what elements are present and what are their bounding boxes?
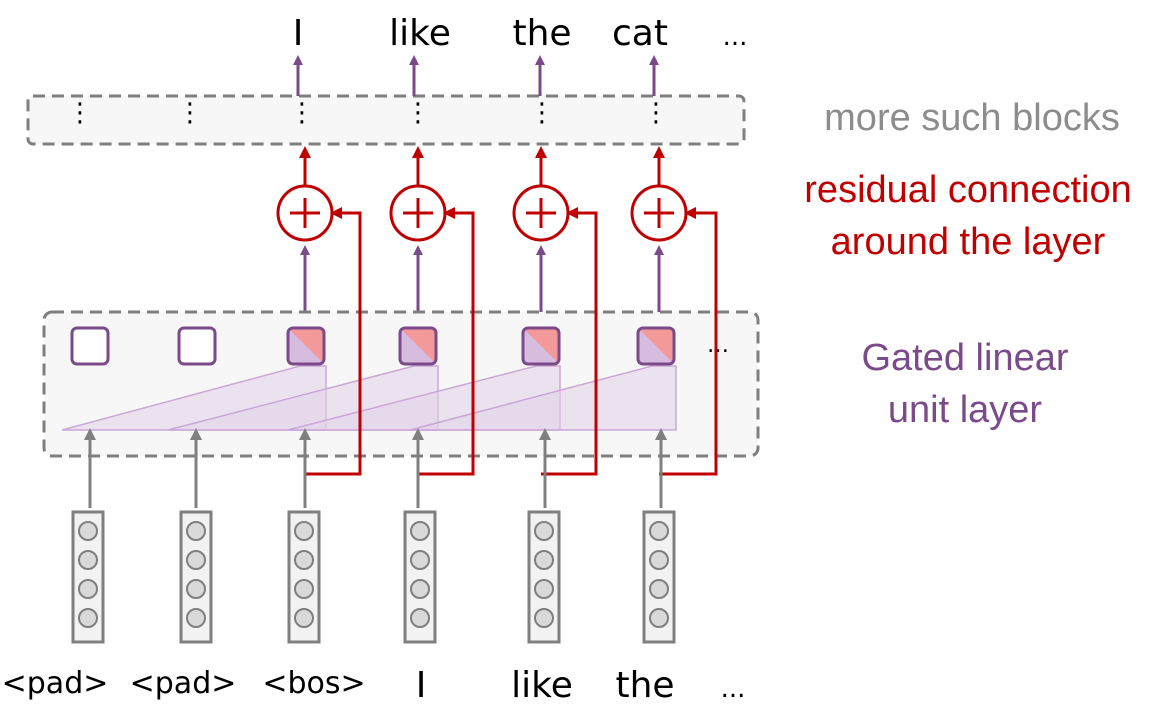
vertical-ellipsis-icon: ⋮: [643, 98, 669, 128]
gated-unit: [286, 326, 326, 366]
residual-add-nodes: [276, 184, 688, 242]
output-arrows: [293, 55, 659, 96]
embedding-neuron: [186, 550, 206, 570]
embedding-neuron: [186, 579, 206, 599]
residual-label-line2: around the layer: [831, 221, 1106, 263]
residual-label-line1: residual connection: [804, 169, 1131, 211]
gated-units: …: [70, 326, 729, 366]
embedding-vector: [527, 510, 561, 644]
more-blocks-label: more such blocks: [824, 97, 1120, 139]
input-token: <bos>: [262, 666, 365, 701]
embedding-neuron: [186, 521, 206, 541]
output-word: the: [512, 13, 571, 54]
convolution-windows: [61, 365, 677, 431]
embedding-neuron: [78, 608, 98, 628]
embedding-neuron: [78, 550, 98, 570]
input-token: <pad>: [2, 666, 109, 701]
embedding-neuron: [649, 521, 669, 541]
empty-unit: [70, 326, 110, 366]
embedding-neuron: [534, 579, 554, 599]
vertical-ellipsis-icon: ⋮: [289, 98, 315, 128]
embedding-neuron: [649, 550, 669, 570]
gated-unit: [398, 326, 438, 366]
glu-label-line1: Gated linear: [861, 337, 1068, 379]
embedding-neuron: [410, 521, 430, 541]
input-embeddings: [71, 510, 676, 644]
output-words: I like the cat ...: [293, 13, 748, 54]
embedding-neuron: [649, 579, 669, 599]
vertical-ellipsis-icon: ⋮: [177, 98, 203, 128]
embedding-neuron: [649, 608, 669, 628]
embedding-neuron: [78, 579, 98, 599]
empty-unit: [177, 326, 217, 366]
residual-output-arrows: [299, 146, 665, 186]
embedding-vector: [71, 510, 105, 644]
embedding-vector: [403, 510, 437, 644]
embedding-neuron: [294, 521, 314, 541]
output-word-ellipsis: ...: [723, 22, 748, 52]
input-token: <pad>: [130, 666, 237, 701]
plus-icon: [276, 184, 334, 242]
embedding-neuron: [294, 579, 314, 599]
embedding-neuron: [534, 521, 554, 541]
input-arrows: [84, 428, 667, 508]
residual-connections: [305, 207, 718, 476]
embedding-vector: [642, 510, 676, 644]
vertical-ellipsis-icon: ⋮: [67, 98, 93, 128]
glu-label-line2: unit layer: [888, 389, 1043, 431]
more-blocks-container: ⋮ ⋮ ⋮ ⋮ ⋮ ⋮: [26, 94, 746, 146]
embedding-neuron: [186, 608, 206, 628]
vertical-ellipsis-icon: ⋮: [529, 98, 555, 128]
gated-unit: [521, 326, 561, 366]
side-labels: more such blocks residual connection aro…: [804, 97, 1131, 431]
plus-icon: [512, 184, 570, 242]
embedding-neuron: [534, 608, 554, 628]
embedding-neuron: [410, 608, 430, 628]
input-token-ellipsis: ...: [721, 674, 746, 704]
horizontal-ellipsis-icon: …: [707, 333, 729, 358]
output-word: I: [293, 13, 304, 54]
plus-icon: [389, 184, 447, 242]
embedding-neuron: [294, 550, 314, 570]
embedding-neuron: [78, 521, 98, 541]
output-word: like: [389, 13, 451, 54]
embedding-neuron: [534, 550, 554, 570]
input-token: I: [416, 665, 427, 705]
embedding-vector: [179, 510, 213, 644]
embedding-vector: [287, 510, 321, 644]
input-token: like: [511, 665, 573, 705]
input-tokens: <pad> <pad> <bos> I like the ...: [2, 665, 746, 705]
embedding-neuron: [410, 550, 430, 570]
vertical-ellipsis-icon: ⋮: [405, 98, 431, 128]
input-token: the: [615, 665, 674, 705]
plus-icon: [630, 184, 688, 242]
output-word: cat: [612, 13, 668, 54]
embedding-neuron: [410, 579, 430, 599]
gated-unit: [636, 326, 676, 366]
embedding-neuron: [294, 608, 314, 628]
